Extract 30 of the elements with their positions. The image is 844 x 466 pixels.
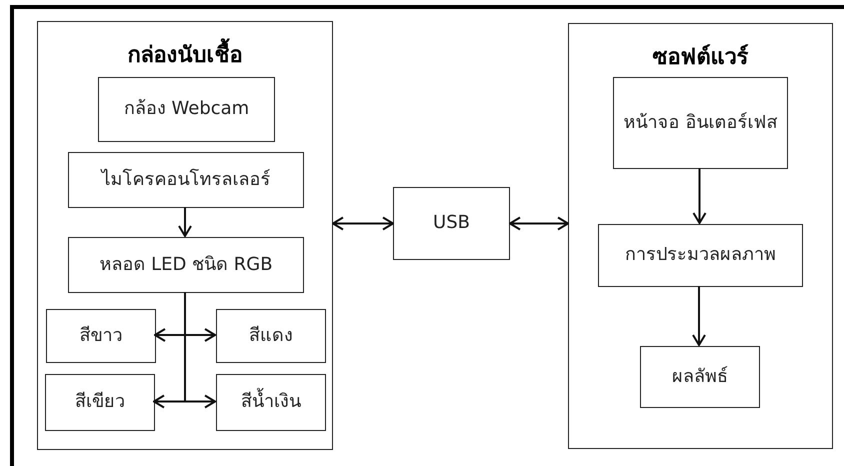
box-label: สีขาว [80, 324, 122, 348]
process-box [98, 77, 275, 142]
box-label: หลอด LED ชนิด RGB [99, 252, 273, 277]
group-panel [568, 23, 833, 449]
arrow [692, 286, 706, 346]
arrow [332, 216, 394, 230]
group-panel [37, 21, 333, 450]
process-box [68, 152, 304, 208]
box-label: ไมโครคอนโทรลเลอร์ [102, 168, 270, 192]
box-label: กล้อง Webcam [124, 97, 250, 122]
box-label: สีเขียว [75, 390, 125, 414]
box-label: ผลลัพธ์ [672, 364, 728, 389]
arrow [178, 207, 192, 237]
process-box [46, 309, 156, 363]
process-box [68, 237, 304, 293]
process-box [45, 374, 155, 431]
arrow [509, 216, 569, 230]
process-box [640, 346, 760, 408]
box-label: หน้าจอ อินเตอร์เฟส [624, 110, 778, 135]
process-box [393, 187, 510, 260]
box-label: USB [433, 211, 470, 236]
arrow [692, 168, 706, 224]
process-box [216, 309, 326, 363]
box-label: สีแดง [249, 324, 293, 348]
process-box [216, 374, 326, 431]
process-box [598, 224, 803, 287]
box-label: การประมวลผลภาพ [625, 243, 776, 268]
panel-title: ซอฟต์แวร์ [652, 44, 750, 72]
box-label: สีน้ำเงิน [241, 390, 301, 415]
process-box [613, 77, 788, 169]
